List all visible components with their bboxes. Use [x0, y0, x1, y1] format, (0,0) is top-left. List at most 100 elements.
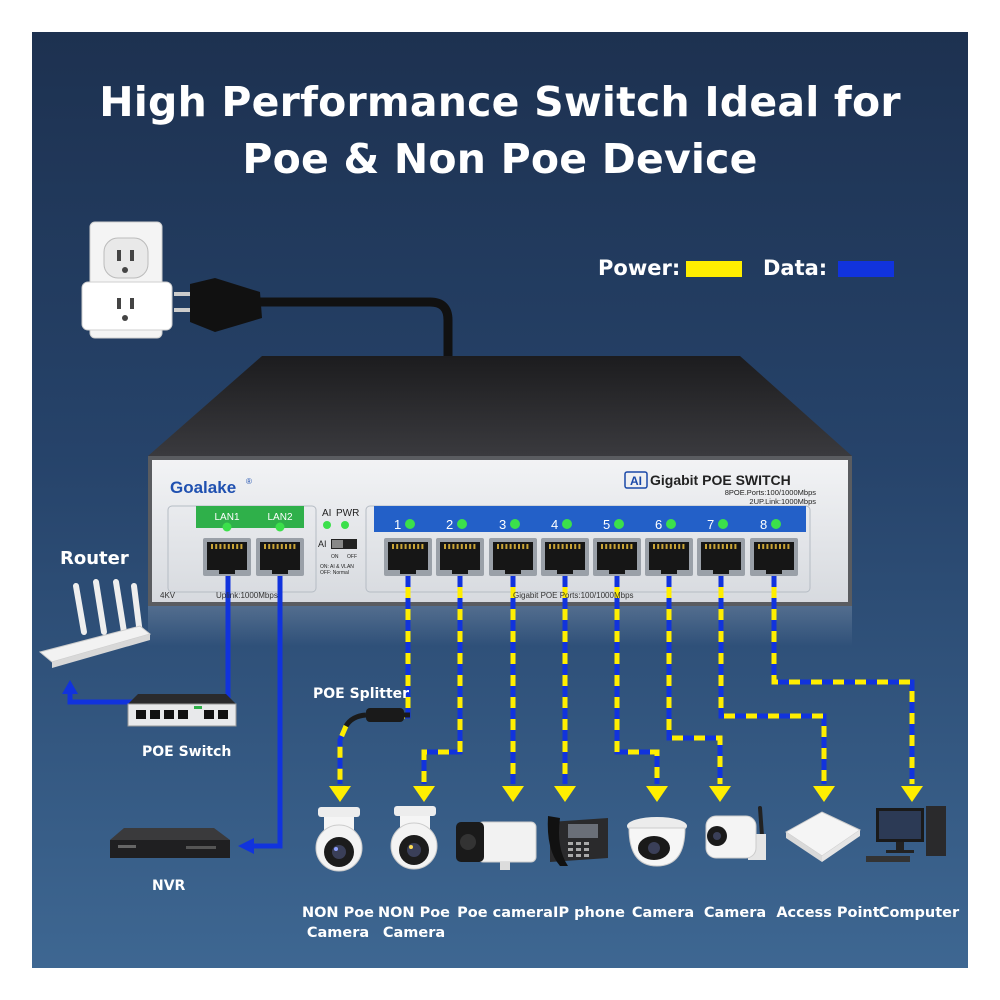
poe-splitter-label: POE Splitter [313, 686, 410, 702]
switch-mode-off: OFF: Normal [320, 570, 349, 576]
legend-data-label: Data: [763, 256, 828, 280]
switch-brand: Goalake [170, 478, 236, 497]
poe-port-number: 6 [655, 517, 662, 532]
computer-icon [866, 806, 946, 862]
wifi-camera-icon [705, 806, 766, 860]
switch-mode-on: ON: AI & VLAN [320, 564, 354, 570]
device-label-line-1: Camera [631, 905, 695, 921]
ethernet-jacks [203, 538, 798, 576]
legend-power-swatch [686, 261, 742, 277]
poe-port-2-jack [436, 538, 484, 576]
device-label-line-1: Access Point [776, 905, 880, 921]
headline-line-2: Poe & Non Poe Device [242, 135, 758, 183]
cable-arrow [813, 786, 835, 802]
device-label: IP phone [529, 903, 649, 923]
switch-model: Gigabit POE SWITCH [650, 472, 791, 488]
switch-poe-caption: Gigabit POE Ports:100/1000Mbps [513, 591, 634, 600]
poe-port-number: 7 [707, 517, 714, 532]
device-label-line-1: IP phone [553, 905, 625, 921]
device-label: Poe camera [445, 903, 565, 923]
device-label-line-1: Computer [878, 905, 960, 921]
poe-port-led [562, 519, 572, 529]
switch-surge-label: 4KV [160, 591, 176, 600]
switch-spec-2: 2UP.Link:1000Mbps [749, 497, 816, 506]
poe-port-1-jack [384, 538, 432, 576]
switch-ai-led-label: AI [322, 508, 331, 519]
wall-outlet-icon [81, 221, 173, 339]
headline-line-1: High Performance Switch Ideal for [99, 78, 901, 126]
legend-data-swatch [838, 261, 894, 277]
poe-cable-port-6 [666, 565, 731, 802]
device-label-line-2: Camera [306, 925, 370, 941]
cable-arrow [709, 786, 731, 802]
poe-cable-port-5 [614, 565, 668, 802]
device-label: Access Point [768, 903, 888, 923]
ai-toggle-switch [331, 539, 357, 549]
power-cord [174, 278, 453, 356]
small-poe-switch-icon [127, 694, 237, 727]
poe-splitter-icon [343, 708, 410, 728]
dome-camera-icon [315, 807, 363, 872]
switch-ai-badge: AI [630, 474, 642, 488]
access-point-icon [785, 811, 862, 862]
device-label: Camera [603, 903, 723, 923]
switch-off-label: OFF [347, 554, 357, 560]
bullet-camera-icon [456, 821, 537, 870]
dome-camera-icon [390, 806, 438, 870]
cable-arrow [554, 786, 576, 802]
device-label-line-1: NON Poe [301, 905, 375, 921]
poe-port-number: 3 [499, 517, 506, 532]
poe-cable-port-2 [413, 565, 463, 802]
poe-port-4-jack [541, 538, 589, 576]
cable-arrow [901, 786, 923, 802]
poe-port-number: 5 [603, 517, 610, 532]
lan2-led [275, 522, 285, 532]
poe-cable-port-3 [502, 565, 524, 802]
poe-port-led [457, 519, 467, 529]
poe-port-7-jack [697, 538, 745, 576]
switch-uplink-caption: Uplink:1000Mbps [216, 591, 278, 600]
poe-port-number: 2 [446, 517, 453, 532]
ai-led [323, 521, 331, 529]
lan1-led [222, 522, 232, 532]
ip-phone-icon [547, 816, 608, 866]
device-label-line-1: NON Poe [377, 905, 451, 921]
turret-camera-icon [627, 817, 687, 867]
poe-cable-port-7 [718, 565, 835, 802]
device-label-line-2: Camera [382, 925, 446, 941]
poe-port-6-jack [645, 538, 693, 576]
switch-lan2-label: LAN2 [267, 512, 292, 523]
lan1-jack [203, 538, 251, 576]
switch-ai-toggle-label: AI [318, 539, 327, 549]
poe-port-number: 8 [760, 517, 767, 532]
switch-brand-mark: ® [246, 477, 252, 486]
poe-port-5-jack [593, 538, 641, 576]
poe-port-8-jack [750, 538, 798, 576]
cable-lan2 [238, 565, 283, 854]
poe-port-led [718, 519, 728, 529]
switch-lan1-label: LAN1 [214, 512, 239, 523]
splitter-output-cable [329, 725, 351, 802]
poe-port-led [510, 519, 520, 529]
poe-port-led [771, 519, 781, 529]
nvr-label: NVR [152, 878, 186, 894]
cable-arrow [329, 786, 351, 802]
device-label: Computer [859, 903, 979, 923]
poe-port-led [405, 519, 415, 529]
device-label-line-1: Poe camera [457, 905, 553, 921]
router-icon [38, 579, 152, 668]
router-label: Router [60, 548, 129, 569]
device-label: Camera [675, 903, 795, 923]
cable-arrow [646, 786, 668, 802]
legend-power-label: Power: [598, 256, 681, 280]
nvr-icon [110, 828, 230, 858]
poe-cable-port-4 [554, 565, 576, 802]
switch-pwr-led-label: PWR [336, 508, 359, 519]
ai-toggle-knob [332, 540, 343, 548]
poe-port-led [614, 519, 624, 529]
device-label-line-1: Camera [703, 905, 767, 921]
